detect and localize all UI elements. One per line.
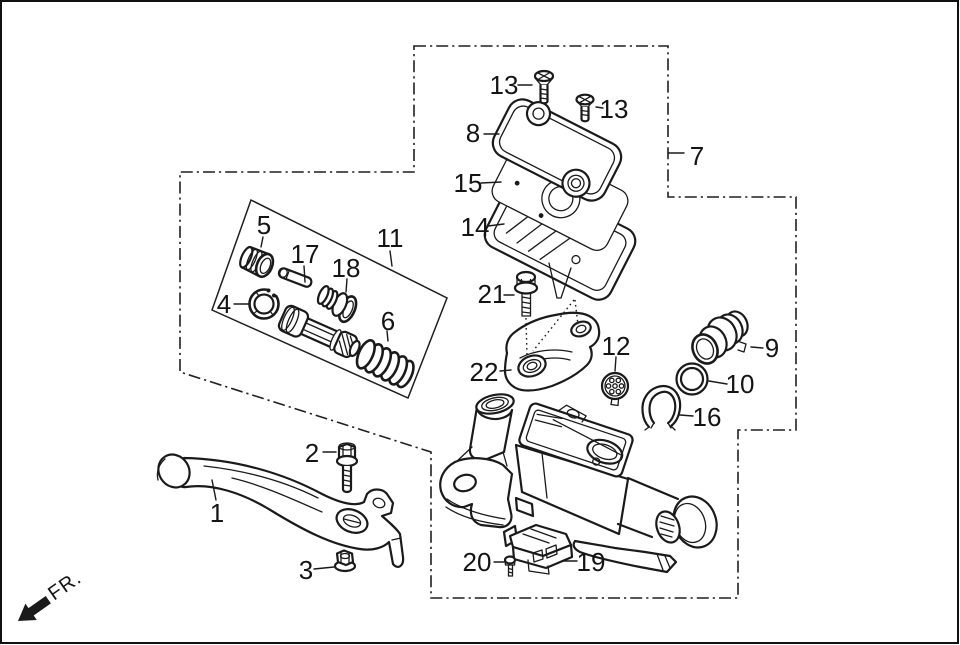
assembly-projection-dotted-lines bbox=[525, 299, 579, 357]
callout-11: 11 bbox=[377, 223, 404, 253]
boot-grommet-part-9 bbox=[691, 310, 749, 365]
pivot-nut-part-3 bbox=[333, 549, 357, 573]
piston-kit-box bbox=[211, 198, 448, 400]
callout-4: 4 bbox=[217, 289, 231, 319]
callout-labels: 1 2 3 4 5 6 7 8 9 10 11 12 13 13 14 15 1… bbox=[210, 70, 779, 585]
callout-22: 22 bbox=[470, 357, 499, 387]
clamp-holder-part-22 bbox=[503, 311, 601, 392]
callout-5: 5 bbox=[257, 210, 271, 240]
reservoir-cap-part-8 bbox=[491, 98, 623, 202]
callout-15: 15 bbox=[454, 168, 483, 198]
retaining-clip-part-16 bbox=[641, 384, 682, 431]
sieve-filter-part-12 bbox=[600, 371, 630, 407]
circlip-part-4 bbox=[248, 287, 280, 320]
callout-1: 1 bbox=[210, 498, 224, 528]
callout-17: 17 bbox=[291, 239, 320, 269]
callout-16: 16 bbox=[693, 402, 722, 432]
pivot-bolt-part-2 bbox=[335, 442, 359, 494]
switch-screw-part-20 bbox=[503, 555, 517, 577]
o-ring-part-10 bbox=[675, 362, 709, 396]
diaphragm-projection-lines bbox=[548, 262, 572, 299]
callout-21: 21 bbox=[478, 279, 507, 309]
master-piston-assembly bbox=[277, 304, 361, 359]
return-spring-part-6 bbox=[355, 339, 415, 389]
callout-2: 2 bbox=[305, 438, 319, 468]
cap-screw-part-13-left bbox=[533, 69, 555, 105]
brake-lever-part-1 bbox=[156, 453, 405, 568]
group-boundary-outline bbox=[179, 45, 797, 599]
callout-18: 18 bbox=[332, 253, 361, 283]
callout-7: 7 bbox=[690, 141, 704, 171]
callout-14: 14 bbox=[461, 212, 490, 242]
master-cylinder-body bbox=[439, 393, 718, 574]
callout-20: 20 bbox=[463, 547, 492, 577]
cap-screw-part-13-right bbox=[575, 93, 595, 123]
callout-9: 9 bbox=[765, 333, 779, 363]
callout-19: 19 bbox=[577, 547, 606, 577]
callout-8: 8 bbox=[466, 118, 480, 148]
callout-leader-lines bbox=[211, 84, 764, 570]
callout-3: 3 bbox=[299, 555, 313, 585]
piston-boot-part-5 bbox=[239, 245, 275, 279]
clamp-bolt-part-21 bbox=[513, 270, 539, 317]
spring-seat-part-18 bbox=[316, 285, 358, 324]
callout-13-right: 13 bbox=[600, 94, 629, 124]
callout-10: 10 bbox=[726, 369, 755, 399]
front-arrow-icon bbox=[18, 596, 51, 621]
callout-13-left: 13 bbox=[490, 70, 519, 100]
callout-12: 12 bbox=[602, 331, 631, 361]
push-rod-part-17 bbox=[277, 267, 313, 288]
callout-6: 6 bbox=[381, 306, 395, 336]
